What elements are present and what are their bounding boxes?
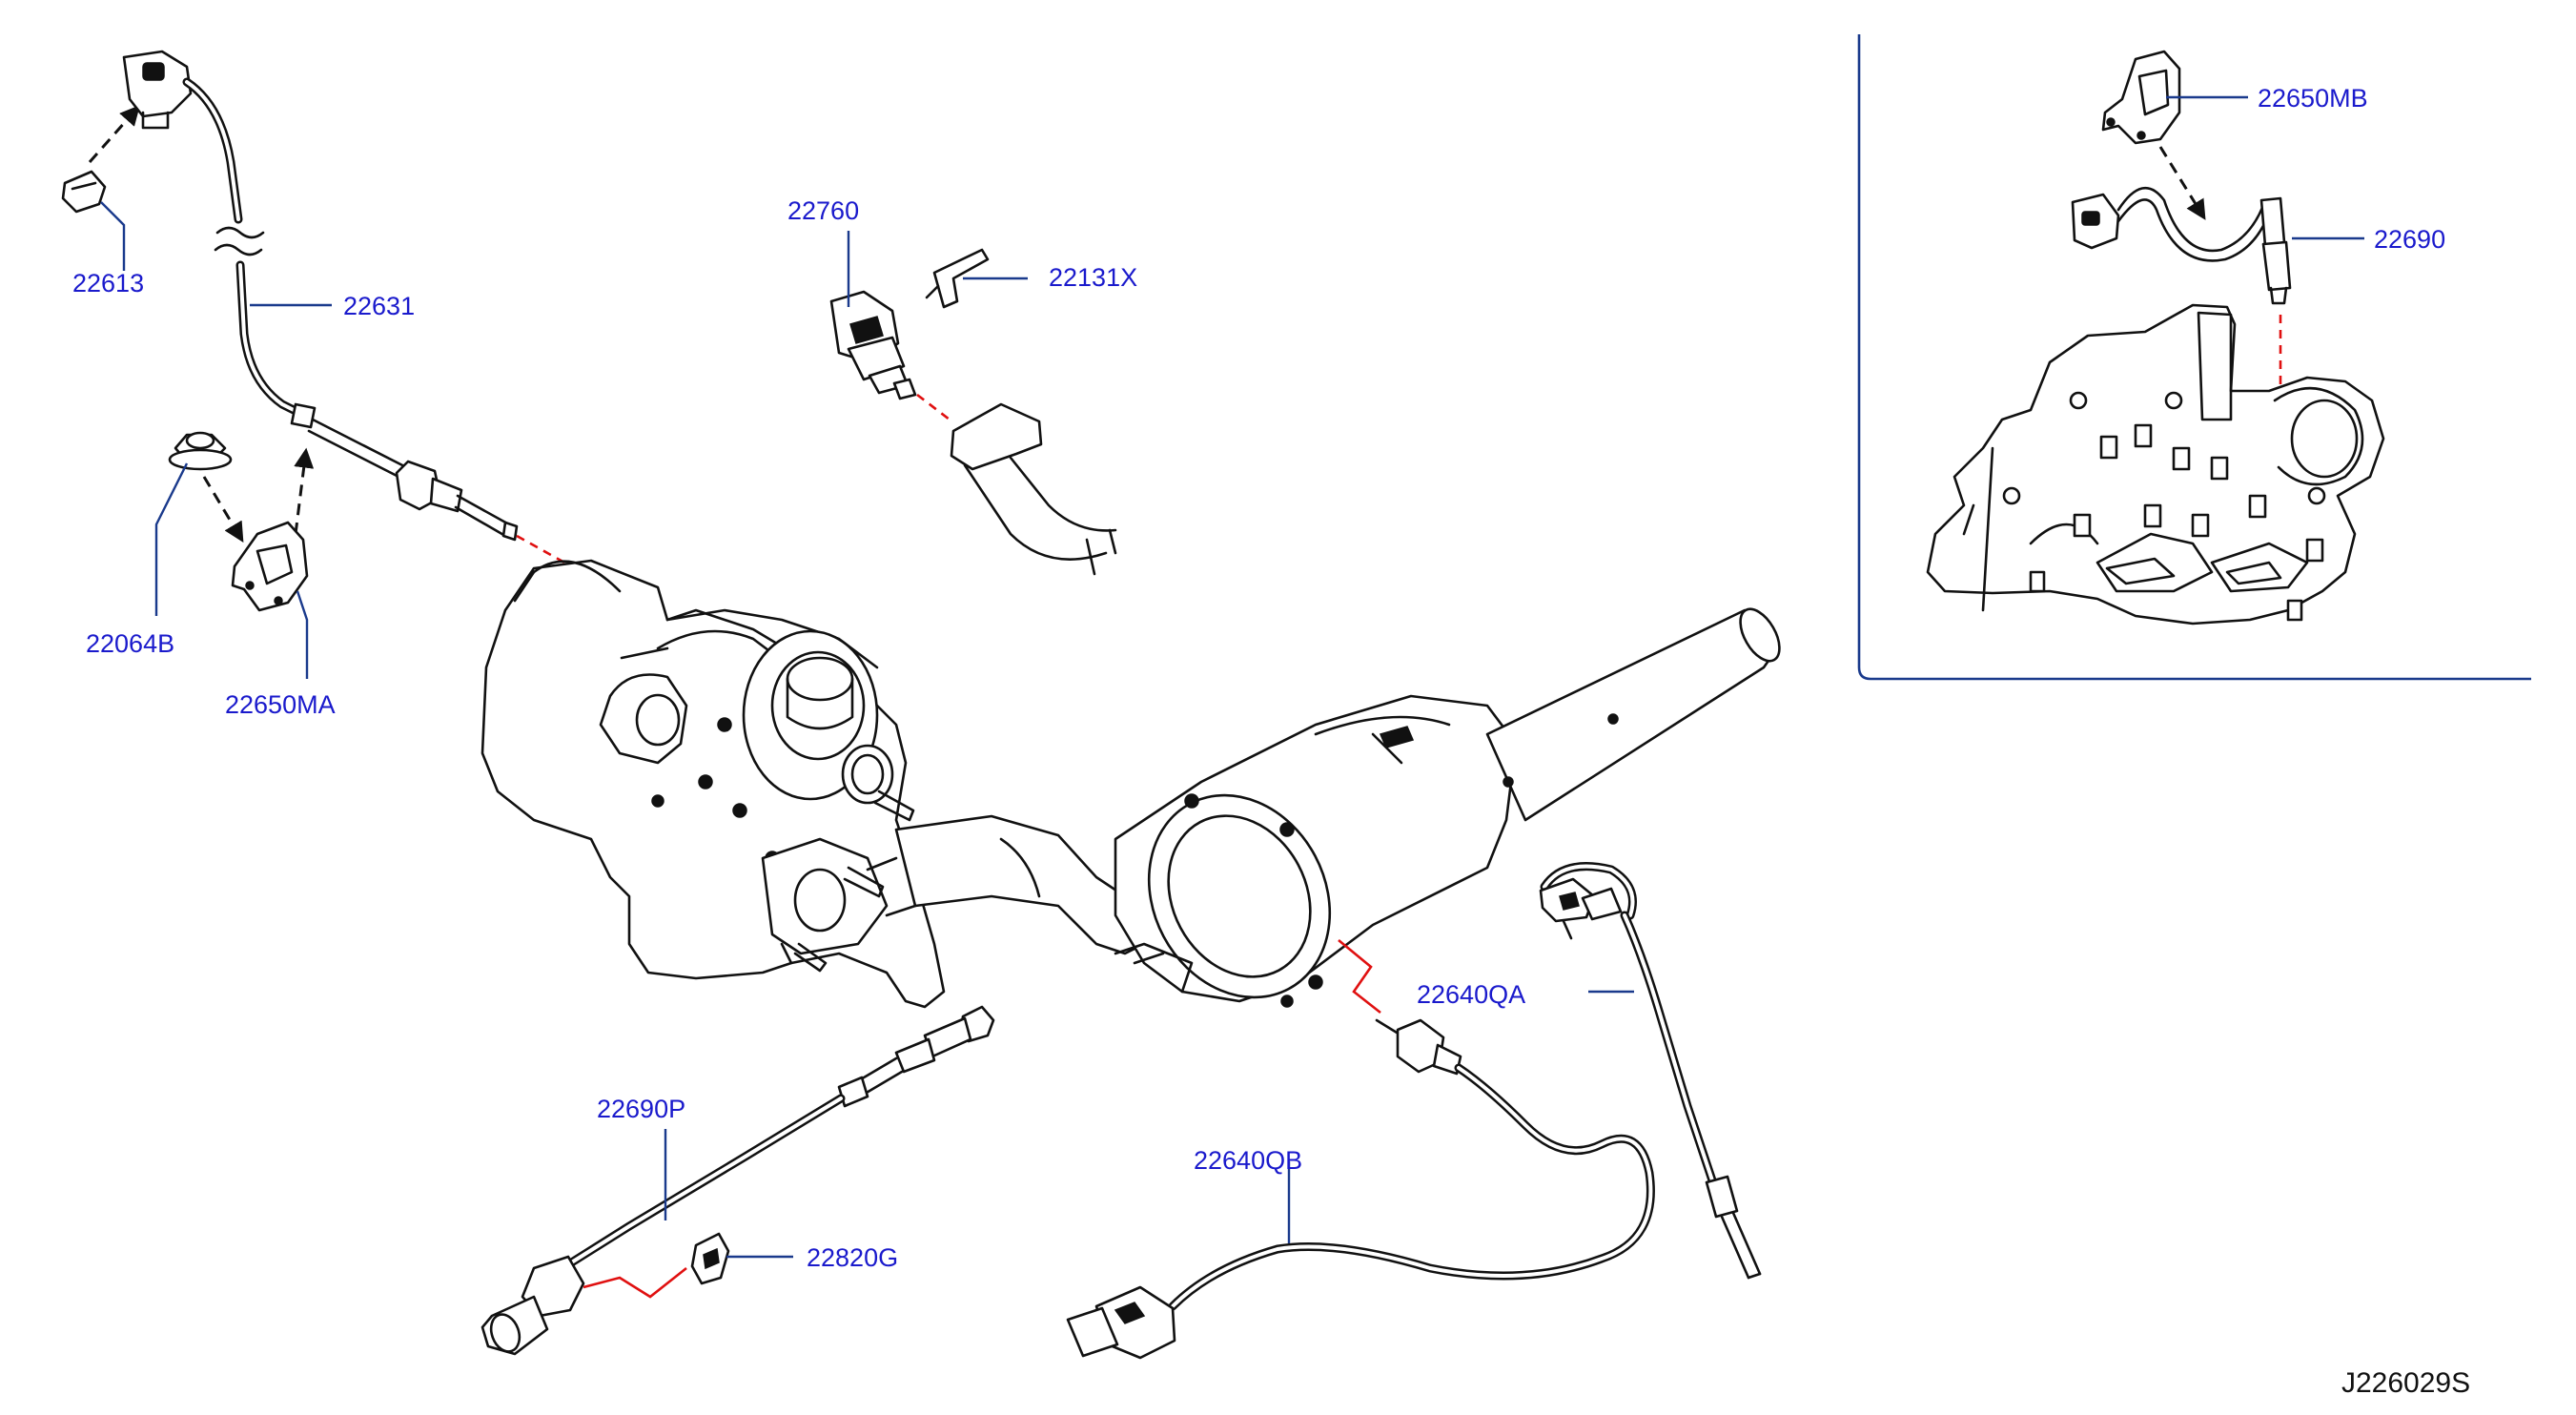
label-22640QA: 22640QA [1417,980,1525,1009]
part-labels: 22613 22631 22064B 22650MA 22760 22131X … [72,84,2470,1399]
assembly-arrow [2158,146,2206,220]
part-22690P-sensor[interactable] [480,1005,995,1356]
assembly-arrow [88,105,140,163]
part-22690-sensor[interactable] [2071,186,2292,305]
leader-lines [100,95,2364,1259]
part-22613-clip[interactable] [61,170,107,214]
label-22820G: 22820G [807,1243,898,1272]
label-22131X: 22131X [1049,263,1137,292]
label-22613: 22613 [72,269,144,297]
temp-sensor-right[interactable] [1539,862,1762,1280]
exhaust-manifold [1926,303,2385,625]
part-22820G-clip[interactable] [690,1232,730,1285]
part-22064B-nut[interactable] [168,431,233,471]
part-22650MB-bracket[interactable] [2101,50,2181,145]
part-22650MA-bracket[interactable] [231,521,309,612]
part-22640QB-connector[interactable] [1066,1285,1176,1360]
label-22640QB: 22640QB [1194,1146,1302,1175]
label-22690P: 22690P [597,1095,685,1123]
label-22760: 22760 [787,196,859,225]
part-22640QA-sensor[interactable] [1168,1018,1655,1311]
label-22690: 22690 [2374,225,2445,254]
label-22650MB: 22650MB [2258,84,2368,113]
inset-frame [1857,34,2531,681]
label-22064B: 22064B [86,629,174,658]
diagram-code: J226029S [2341,1367,2470,1399]
hose-section [950,402,1117,576]
install-line [1338,938,1381,1015]
turbocharger [480,559,946,1009]
install-line [583,1266,687,1299]
part-22131X-clip[interactable] [925,248,990,309]
part-22760-sensor[interactable] [829,290,917,400]
label-22650MA: 22650MA [225,690,336,719]
assembly-arrow [294,447,315,535]
part-22631-sensor[interactable] [122,50,519,542]
install-line [916,393,951,421]
assembly-arrow [202,476,244,543]
catalytic-converter [1114,607,1781,1008]
label-22631: 22631 [343,292,415,320]
